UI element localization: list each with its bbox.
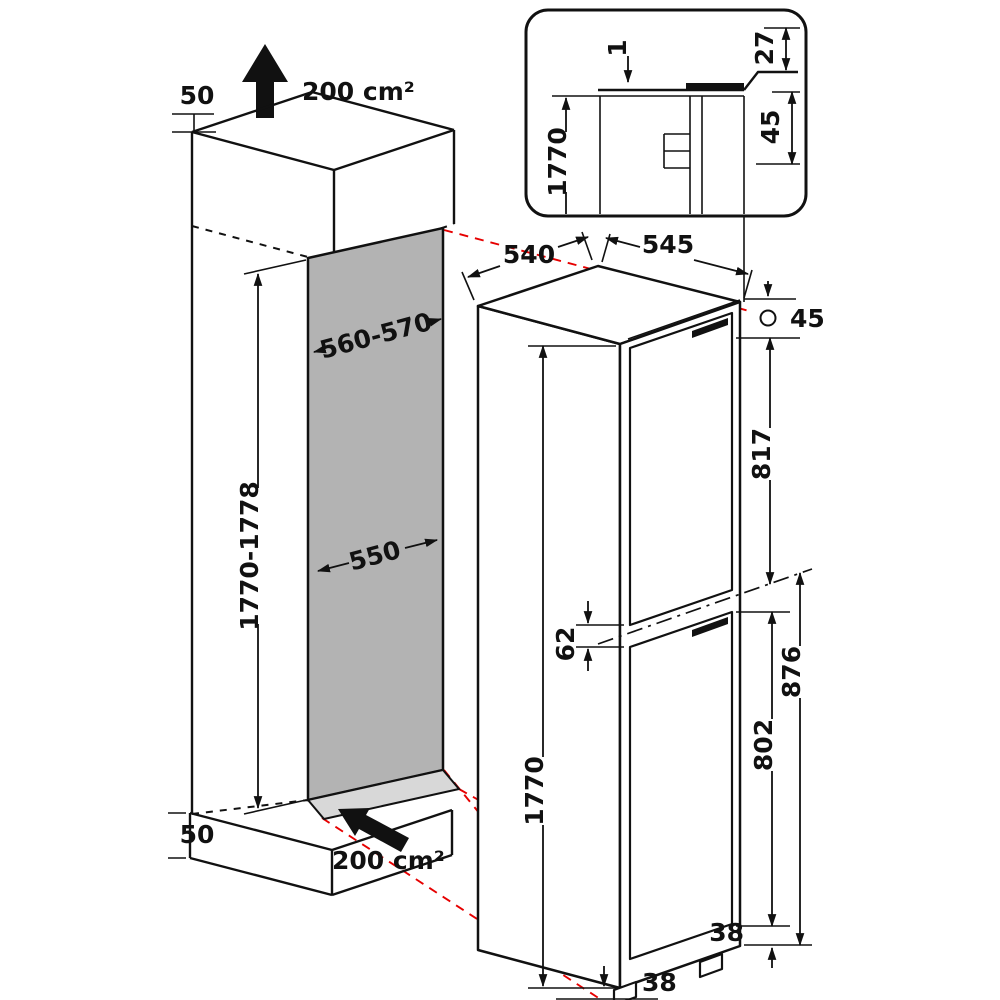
inset-dim-gap-1: 1 — [603, 39, 632, 56]
inset-dim-45: 45 — [756, 110, 785, 145]
dim-hinge-offset-45: 45 — [790, 304, 825, 333]
inset-dim-27: 27 — [750, 31, 779, 66]
dim-niche-top-clearance: 50 — [180, 81, 215, 110]
dim-upper-door-817: 817 — [747, 428, 776, 480]
dim-door-gap-62: 62 — [551, 627, 580, 662]
appliance-drawing: 540 545 45 817 876 802 38 — [461, 216, 825, 1000]
dim-plinth-38-right: 38 — [709, 918, 744, 947]
dim-top-vent-area: 200 cm² — [302, 77, 415, 106]
niche-drawing: 200 cm² 50 200 cm² 50 — [168, 44, 461, 897]
dim-appliance-height-1770: 1770 — [520, 756, 549, 826]
airflow-top-arrow-icon — [242, 44, 288, 118]
dim-bottom-vent-area: 200 cm² — [332, 846, 445, 875]
dim-lower-section-876: 876 — [777, 646, 806, 698]
hinge-detail-inset: 1 1770 27 45 — [524, 8, 808, 218]
dim-niche-height: 1770-1778 — [235, 481, 264, 631]
upper-door — [628, 311, 734, 627]
niche-floor — [306, 768, 461, 821]
worktop-profile — [743, 70, 798, 91]
dim-niche-bottom-clearance: 50 — [180, 820, 215, 849]
dim-appliance-depth-540: 540 — [503, 240, 555, 269]
worktop-edge-bar — [686, 83, 744, 90]
lower-door — [628, 610, 734, 961]
inset-border — [524, 8, 808, 218]
dim-lower-door-802: 802 — [749, 719, 778, 771]
hinge-pivot-circle — [759, 309, 777, 327]
dim-foot-38-bottom: 38 — [642, 968, 677, 997]
inset-dim-1770: 1770 — [543, 127, 572, 197]
dim-appliance-width-545: 545 — [642, 230, 694, 259]
lower-door-handle — [692, 617, 728, 637]
upper-door-handle — [692, 318, 728, 338]
airflow-bottom-arrow-icon — [338, 808, 409, 852]
door-axis-line — [597, 568, 813, 645]
rear-foot — [698, 952, 724, 979]
front-foot — [612, 980, 638, 1000]
projection-line-top — [443, 229, 754, 313]
